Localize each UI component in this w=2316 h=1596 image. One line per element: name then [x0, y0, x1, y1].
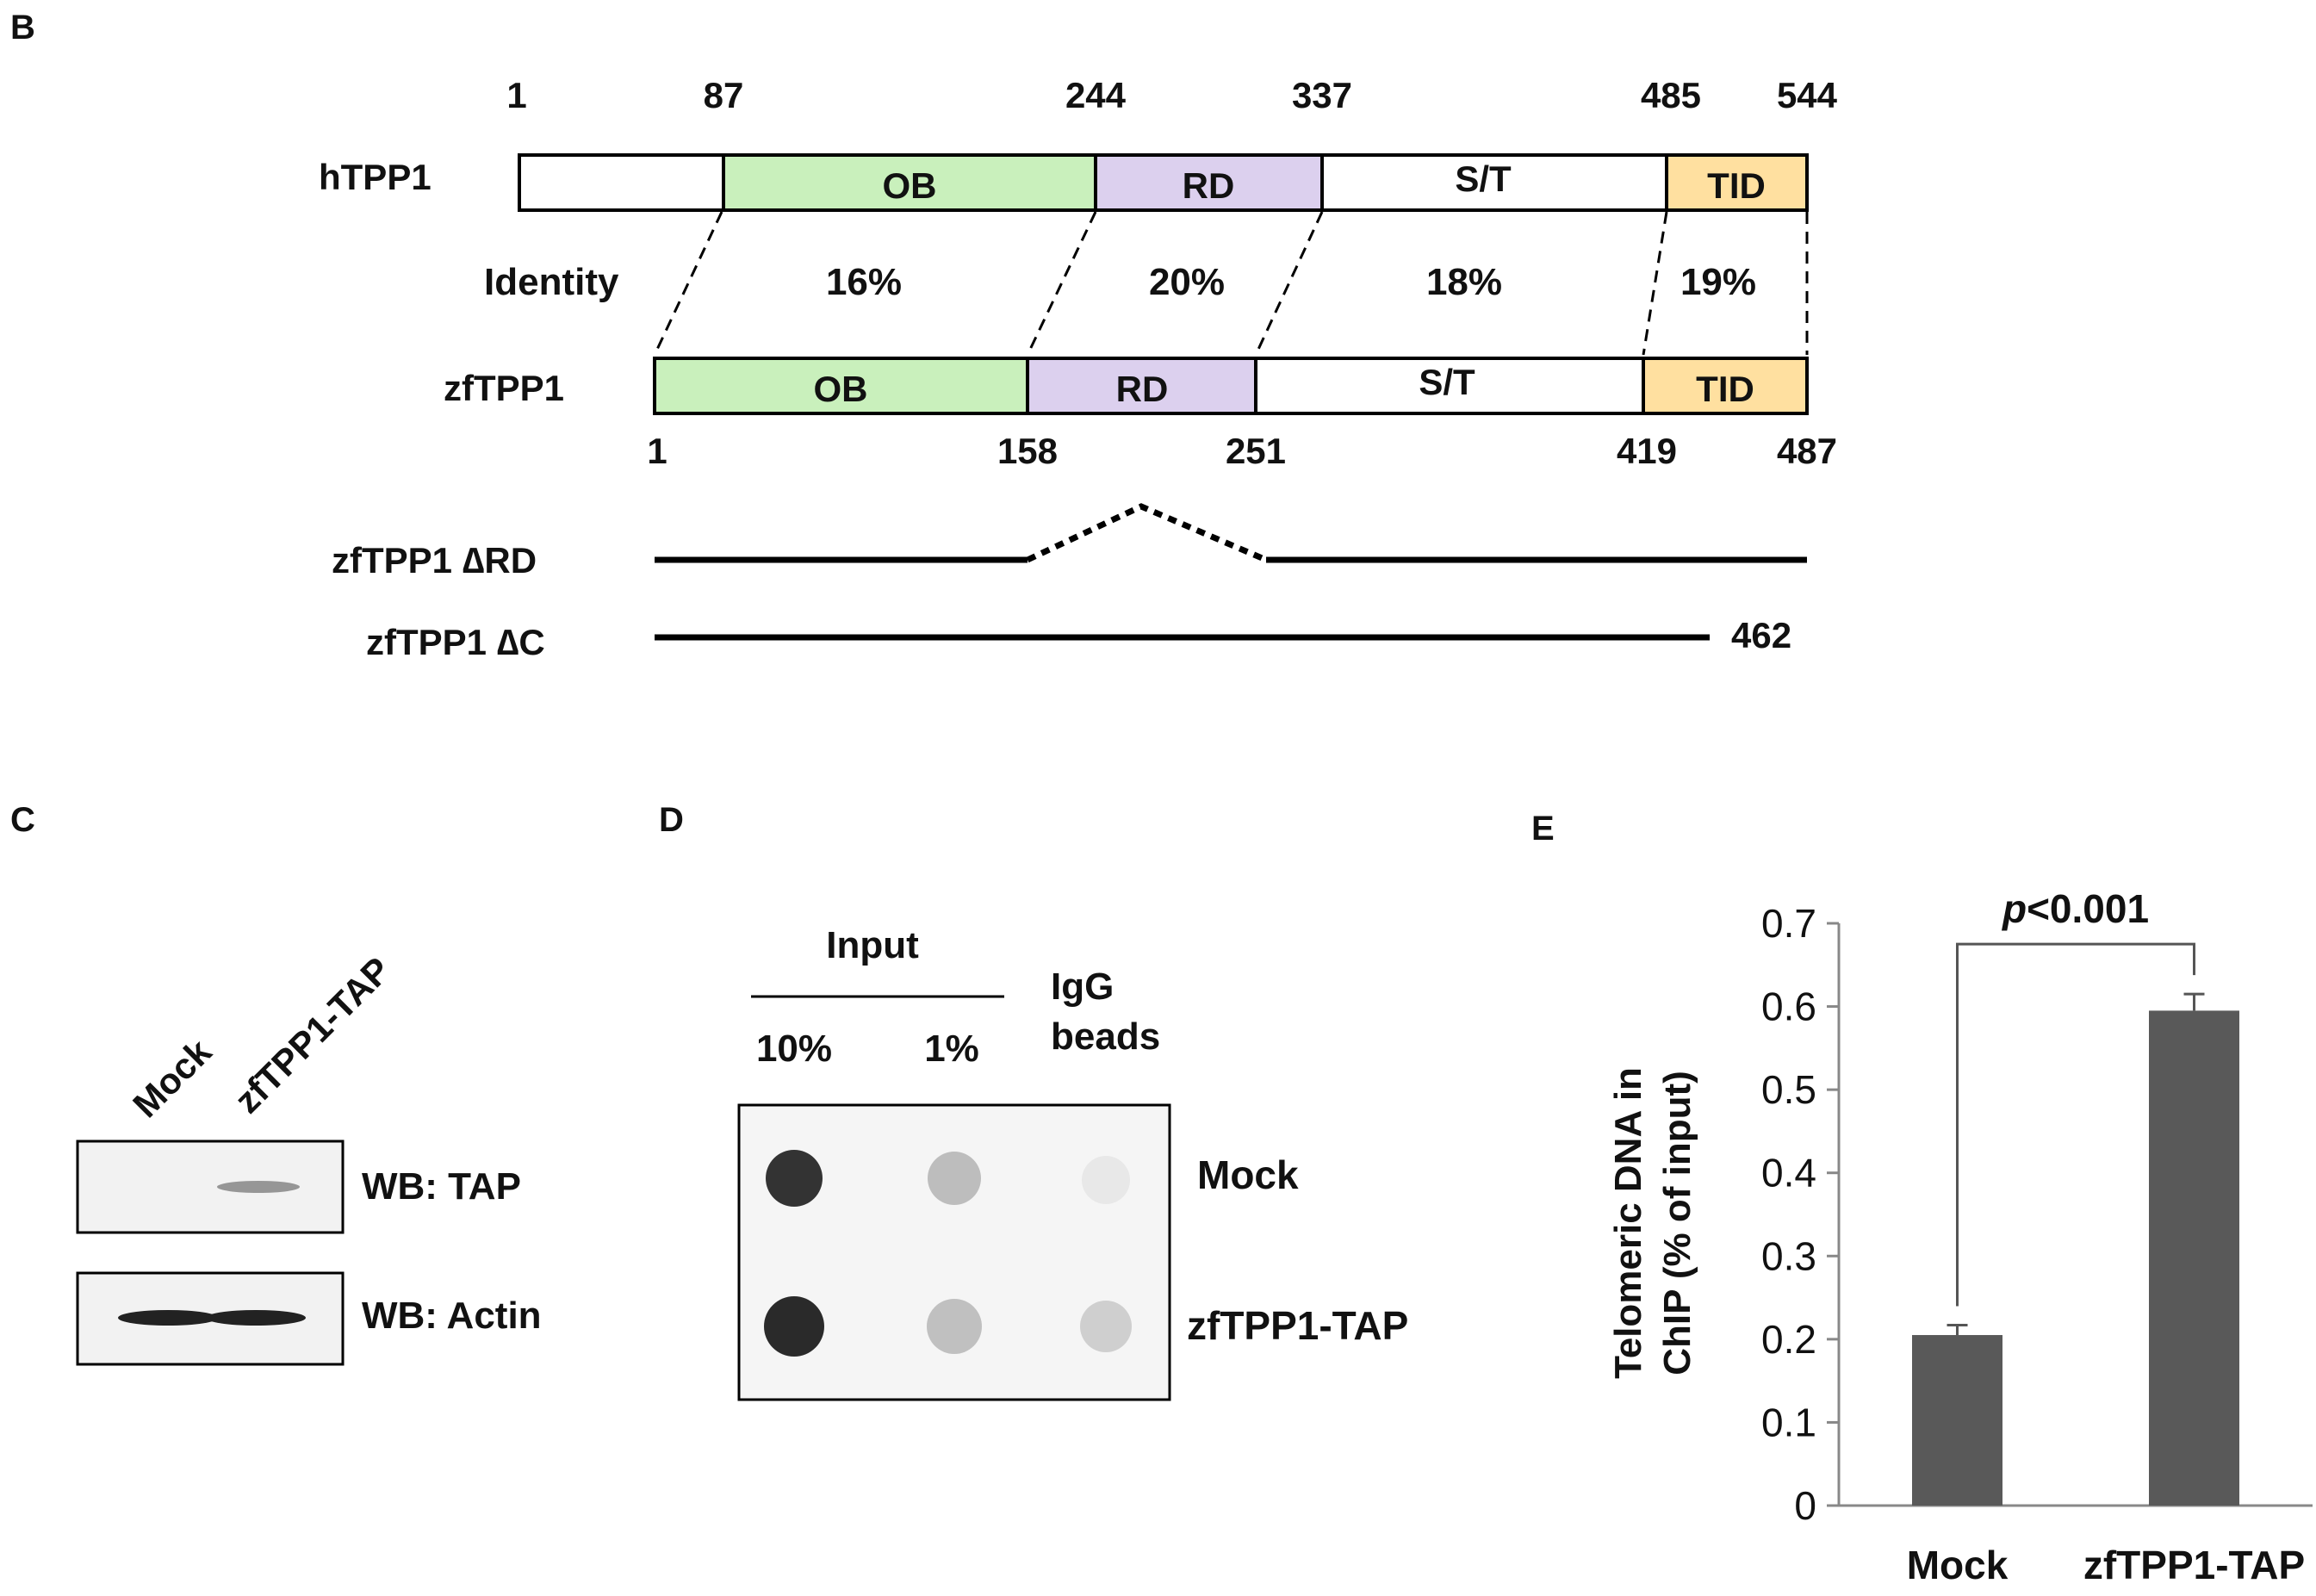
zftpp1-st-domain: [1254, 357, 1645, 415]
panel-label-d: D: [659, 801, 684, 839]
igg-label: IgG: [1051, 966, 1114, 1008]
htpp1-position: 87: [704, 75, 744, 115]
panel-e: E Telomeric DNA in ChIP (% of input) 0 0.…: [1531, 810, 2313, 1587]
identity-value: 16%: [826, 261, 902, 303]
zftpp1-domain-label: RD: [1116, 369, 1169, 409]
y-axis-label-line2: ChIP (% of input): [1656, 1071, 1698, 1376]
zftpp1-ob-domain: [653, 357, 1029, 415]
dot: [928, 1152, 981, 1205]
y-tick-label: 0.7: [1761, 901, 1816, 946]
construct-name-delta-rd: zfTPP1 ∆RD: [332, 540, 537, 581]
zftpp1-tid-domain: [1642, 357, 1809, 415]
zftpp1-name: zfTPP1: [444, 368, 564, 408]
panel-label-c: C: [10, 801, 35, 839]
dot: [1080, 1301, 1132, 1352]
blot-band: [217, 1181, 300, 1193]
p-threshold: <0.001: [2027, 886, 2149, 931]
construct-delta-c-end: 462: [1731, 615, 1791, 655]
htpp1-position: 485: [1641, 75, 1701, 115]
htpp1-name: hTPP1: [319, 157, 432, 197]
dot: [927, 1299, 982, 1354]
panel-label-e: E: [1531, 810, 1555, 848]
htpp1-domain-label: TID: [1707, 165, 1766, 206]
panel-label-b: B: [10, 9, 35, 47]
beads-label: beads: [1051, 1015, 1160, 1058]
dot-blot-membrane: [737, 1103, 1171, 1401]
blot-tap-membrane: [76, 1140, 345, 1234]
y-tick-label: 0.6: [1761, 984, 1816, 1029]
zftpp1-rd-domain: [1026, 357, 1257, 415]
bar: [2149, 1010, 2239, 1506]
connector-line: [1254, 211, 1324, 356]
connector-line: [1026, 211, 1097, 356]
blot-band: [206, 1310, 306, 1326]
htpp1-domain-label: OB: [883, 165, 937, 206]
y-tick-label: 0.1: [1761, 1400, 1816, 1444]
htpp1-bar: [518, 153, 1809, 212]
htpp1-tid-domain: [1665, 153, 1809, 212]
connector-line: [653, 211, 723, 356]
construct-name-delta-c: zfTPP1 ∆C: [366, 622, 545, 662]
zftpp1-bar: [653, 357, 1809, 415]
y-tick-label: 0.2: [1761, 1317, 1816, 1362]
identity-label: Identity: [484, 261, 619, 303]
row-label-zftpp1-tap: zfTPP1-TAP: [1187, 1303, 1408, 1348]
blot-band: [118, 1310, 218, 1326]
identity-connectors: [653, 211, 1809, 356]
htpp1-position: 244: [1065, 75, 1127, 115]
connector-line: [1642, 211, 1668, 356]
bar: [1912, 1335, 2002, 1506]
htpp1-position: 1: [506, 75, 526, 115]
x-tick-label: Mock: [1907, 1543, 2009, 1587]
blot-label-actin: WB: Actin: [362, 1295, 542, 1337]
column-label: 1%: [924, 1028, 979, 1070]
lane-label-zftpp1-tap: zfTPP1-TAP: [227, 949, 398, 1121]
y-tick-label: 0.3: [1761, 1233, 1816, 1278]
panel-b: B 1 87 244 337 485 544 hTPP1 OB RD S/T T…: [10, 9, 1838, 662]
htpp1-position: 337: [1292, 75, 1352, 115]
zftpp1-position: 419: [1617, 431, 1677, 471]
zftpp1-position: 158: [997, 431, 1058, 471]
panel-d: D Input 10% 1% IgG beads Mock zfTPP1-TAP: [659, 801, 1408, 1401]
dot: [764, 1296, 824, 1357]
htpp1-domain-label: RD: [1183, 165, 1235, 206]
dot: [1082, 1156, 1130, 1204]
p-symbol: p: [2001, 886, 2027, 931]
column-label: 10%: [756, 1028, 832, 1070]
htpp1-ob-domain: [722, 153, 1097, 212]
input-label: Input: [826, 924, 919, 966]
htpp1-domain-label: S/T: [1455, 158, 1512, 199]
identity-value: 19%: [1680, 261, 1756, 303]
significance-bracket: [1956, 942, 2195, 1307]
y-axis-label-line1: Telomeric DNA in: [1607, 1067, 1649, 1379]
construct-delta-rd-line: [655, 503, 1807, 563]
x-tick-label: zfTPP1-TAP: [2083, 1543, 2305, 1587]
zftpp1-position: 251: [1226, 431, 1286, 471]
zftpp1-domain-label: TID: [1696, 369, 1754, 409]
htpp1-nterm-segment: [518, 153, 725, 212]
y-tick-label: 0.4: [1761, 1151, 1816, 1195]
zftpp1-domain-label: OB: [814, 369, 868, 409]
blot-label-tap: WB: TAP: [362, 1165, 521, 1208]
lane-label-mock: Mock: [125, 1031, 220, 1126]
htpp1-rd-domain: [1094, 153, 1324, 212]
panel-c: C Mock zfTPP1-TAP WB: TAP WB: Actin: [10, 801, 542, 1366]
zftpp1-position: 1: [647, 431, 667, 471]
zftpp1-position: 487: [1777, 431, 1837, 471]
y-tick-label: 0: [1794, 1483, 1816, 1528]
htpp1-st-domain: [1320, 153, 1668, 212]
row-label-mock: Mock: [1197, 1152, 1299, 1197]
dot: [766, 1150, 823, 1207]
y-tick-label: 0.5: [1761, 1067, 1816, 1112]
htpp1-position: 544: [1777, 75, 1838, 115]
deleted-region-dotted: [1026, 503, 1268, 563]
p-value-annotation: p<0.001: [2001, 886, 2149, 931]
identity-value: 18%: [1426, 261, 1502, 303]
identity-value: 20%: [1149, 261, 1225, 303]
zftpp1-domain-label: S/T: [1419, 362, 1475, 402]
